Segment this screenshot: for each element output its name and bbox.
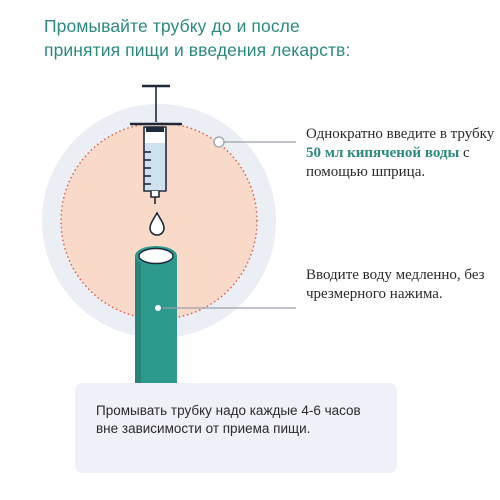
instruction-volume: Однократно введите в трубку 50 мл кипяче… [306, 125, 496, 182]
feeding-tube [135, 246, 177, 384]
instruction-pressure: Вводите воду медленно, без чрезмерного н… [306, 267, 485, 302]
info-box [75, 383, 397, 473]
info-box-text: Промывать трубку надо каждые 4-6 часов в… [96, 403, 361, 436]
title-line-1: Промывайте трубку до и после [44, 16, 300, 36]
dotted-ring [60, 122, 258, 320]
instruction-volume-end: с помощью шприца. [306, 145, 470, 180]
callout-dot-1 [213, 136, 225, 148]
volume-highlight: 50 мл кипяченой воды [306, 145, 460, 161]
title-line-2: принятия пищи и введения лекарств: [44, 40, 351, 60]
syringe-icon [130, 84, 182, 204]
page-title: Промывайте трубку до и после принятия пи… [44, 14, 484, 62]
instruction-volume-start: Однократно введите в трубку [306, 126, 495, 142]
water-drop-icon [149, 211, 165, 236]
